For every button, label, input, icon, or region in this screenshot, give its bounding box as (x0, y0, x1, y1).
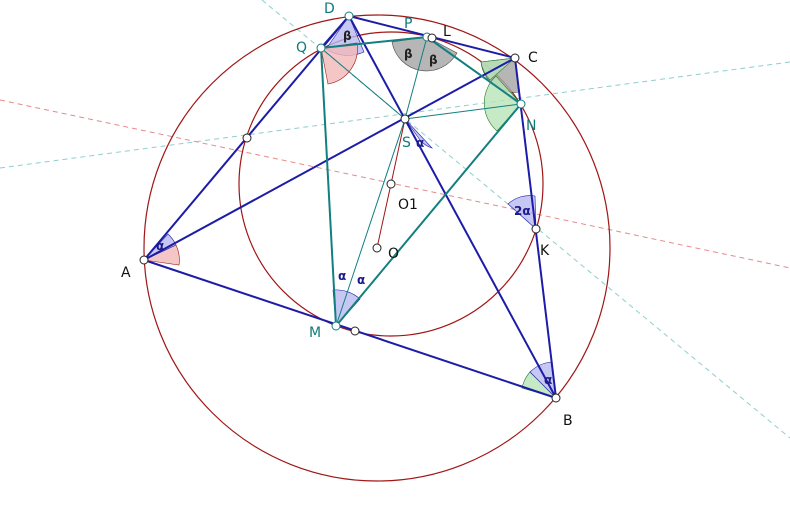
circles (143, 14, 611, 482)
angle-markers (142, 15, 557, 399)
point-b[interactable] (551, 393, 561, 403)
point-k[interactable] (531, 224, 541, 234)
point-labels: D P L Q C N S O1 O K A M B (121, 1, 573, 429)
point-a[interactable] (139, 255, 149, 265)
thin-teal-lines (320, 36, 522, 327)
label-a: A (121, 265, 131, 281)
point-n[interactable] (516, 99, 526, 109)
side-p-n (426, 36, 522, 105)
point-c[interactable] (510, 53, 520, 63)
label-n: N (526, 118, 536, 134)
angle-label-p-beta-right: β (429, 53, 438, 67)
point-m[interactable] (331, 321, 341, 331)
angle-a-blue (143, 233, 177, 261)
point-d[interactable] (344, 11, 354, 21)
angle-n-green (483, 75, 522, 132)
point-ad-mid[interactable] (242, 133, 252, 143)
blue-lines (143, 15, 557, 399)
angle-k-blue (507, 195, 537, 230)
angle-labels: β β β α 2α α α α α (156, 29, 552, 387)
label-d: D (324, 1, 335, 17)
points (139, 11, 561, 403)
line-o1-o (376, 183, 392, 249)
line-s-m (335, 118, 406, 327)
side-q-p (320, 36, 428, 49)
angle-label-a-alpha: α (156, 239, 164, 253)
label-q: Q (296, 40, 307, 56)
angle-label-p-beta-left: β (404, 47, 413, 61)
side-b-a (143, 259, 557, 399)
point-o1[interactable] (386, 179, 396, 189)
line-s-o1 (390, 118, 406, 185)
label-m: M (309, 325, 321, 341)
point-o[interactable] (372, 243, 382, 253)
side-m-q (320, 47, 337, 327)
label-b: B (563, 413, 573, 429)
auxiliary-dashed-lines (0, 0, 790, 439)
point-s[interactable] (400, 114, 410, 124)
diagonal-d-b (348, 15, 557, 399)
inner-circle-o1 (238, 31, 544, 337)
teal-quadrilateral (320, 36, 522, 327)
line-q-s (320, 47, 406, 120)
point-l[interactable] (427, 33, 437, 43)
line-s-n (404, 103, 522, 120)
angle-label-s-alpha: α (416, 136, 424, 150)
circumcircle-abcd (143, 14, 611, 482)
angle-s-blue (404, 118, 433, 149)
diagonal-a-c (143, 57, 516, 261)
label-o1: O1 (398, 197, 418, 213)
angle-label-k-two-alpha: 2α (514, 204, 531, 218)
angle-label-d-beta: β (343, 29, 352, 43)
label-p: P (404, 16, 412, 32)
side-n-m (335, 103, 522, 327)
thin-red-lines (376, 118, 406, 249)
angle-label-m-alpha-left: α (338, 269, 346, 283)
angle-label-b-alpha: α (544, 373, 552, 387)
label-o: O (388, 246, 399, 262)
label-k: K (540, 243, 550, 259)
label-l: L (443, 24, 451, 40)
angle-p-gray (391, 36, 458, 72)
point-q[interactable] (316, 43, 326, 53)
label-c: C (528, 50, 538, 66)
label-s: S (402, 135, 411, 151)
line-s-p (404, 36, 428, 120)
dashed-line-teal-horizontal (0, 61, 790, 169)
angle-label-m-alpha-right: α (357, 273, 365, 287)
point-ab-mid[interactable] (350, 326, 360, 336)
segment-q-d (320, 15, 350, 49)
